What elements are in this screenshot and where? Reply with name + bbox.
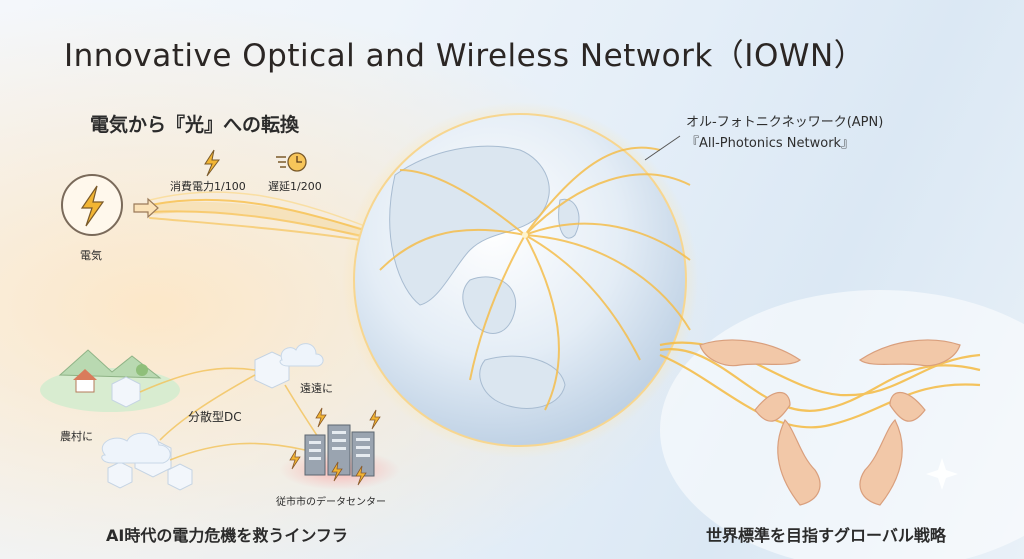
lightning-icon (289, 407, 381, 486)
sparkle-icon (926, 458, 958, 490)
lightning-icon (80, 185, 105, 227)
electricity-label: 電気 (80, 249, 102, 262)
delay-label: 遅延1/200 (268, 180, 322, 193)
footer-left-caption: AI時代の電力危機を救うインフラ (106, 526, 348, 545)
conversion-heading: 電気から『光』への転換 (90, 114, 300, 136)
cloud-icon (101, 343, 324, 464)
remote-label: 遠遠に (300, 382, 333, 395)
city-dc-label: 従市市のデータセンター (276, 497, 386, 508)
apn-label-en: 『All-Photonics Network』 (686, 136, 855, 151)
footer-right-caption: 世界標準を目指すグローバル戦略 (706, 526, 946, 545)
lightning-icon (204, 149, 220, 177)
distributed-dc-label: 分散型DC (188, 410, 242, 424)
electricity-badge (61, 174, 123, 236)
globe (342, 102, 698, 458)
apn-label-jp: オル-フォトニクネッワーク(APN) (686, 115, 884, 130)
arrow-right-icon (133, 197, 159, 219)
apn-pointer (644, 135, 681, 161)
hands-illustration (699, 339, 961, 506)
infrastructure-illustration (40, 343, 400, 491)
power-label: 消費電力1/100 (170, 180, 246, 193)
rural-label: 農村に (60, 430, 93, 443)
clock-icon (276, 152, 307, 172)
page-title: Innovative Optical and Wireless Network（… (64, 38, 866, 74)
